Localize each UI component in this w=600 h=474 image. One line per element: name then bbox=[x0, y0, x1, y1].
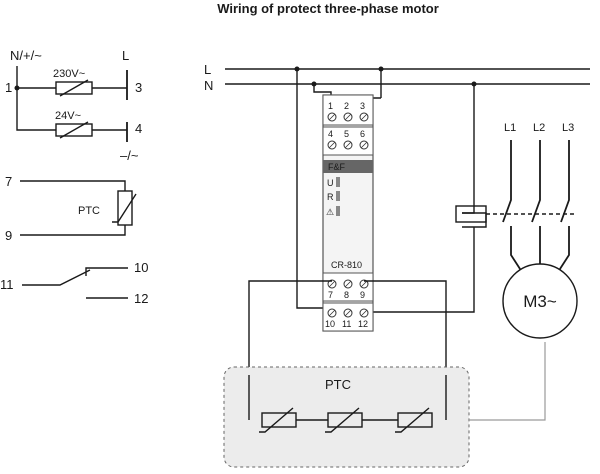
terminal-11: 11 bbox=[342, 319, 351, 329]
relay-brand: F&F bbox=[328, 162, 346, 172]
motor-label: M3~ bbox=[523, 292, 557, 311]
terminal-12-label: 12 bbox=[134, 291, 148, 306]
terminal-legend: N/+/~ L 1 3 4 230V~ 24V~ –/~ 7 9 PTC 10 … bbox=[0, 48, 148, 306]
line-l-label: L bbox=[204, 62, 211, 77]
relay-contact-symbol bbox=[22, 267, 128, 299]
terminal-10-label: 10 bbox=[134, 260, 148, 275]
voltage-24-label: 24V~ bbox=[55, 110, 81, 122]
ptc-legend-label: PTC bbox=[78, 205, 100, 217]
led-r-label: R bbox=[327, 192, 334, 202]
terminal-9: 9 bbox=[360, 290, 365, 300]
terminal-12: 12 bbox=[358, 319, 368, 329]
terminal-8: 8 bbox=[344, 290, 349, 300]
line-n-label: N bbox=[204, 78, 213, 93]
cr-810-relay: F&F CR-810 U R ⚠ 1 2 3 4 5 6 7 8 9 10 11… bbox=[322, 94, 374, 332]
led-alarm-label: ⚠ bbox=[326, 207, 334, 217]
terminal-4-label: 4 bbox=[135, 121, 142, 136]
phase-l2-label: L2 bbox=[533, 122, 545, 134]
terminal-1-label: 1 bbox=[5, 80, 12, 95]
phase-l1-label: L1 bbox=[504, 122, 516, 134]
terminal-9-label: 9 bbox=[5, 228, 12, 243]
terminal-6: 6 bbox=[360, 129, 365, 139]
terminal-11-label: 11 bbox=[0, 277, 14, 292]
terminal-2: 2 bbox=[344, 101, 349, 111]
supply-top-label: N/+/~ bbox=[10, 48, 42, 63]
terminal-4: 4 bbox=[328, 129, 333, 139]
coil-230v-symbol bbox=[55, 81, 93, 95]
diagram-title: Wiring of protect three-phase motor bbox=[217, 1, 439, 16]
terminal-3-label: 3 bbox=[135, 80, 142, 95]
coil-24v-symbol bbox=[55, 123, 93, 137]
phase-l3-label: L3 bbox=[562, 122, 574, 134]
ptc-sensor-3 bbox=[395, 407, 433, 433]
contactor-coil bbox=[455, 205, 487, 223]
led-u-label: U bbox=[327, 178, 334, 188]
contactor-main-contacts bbox=[502, 140, 570, 273]
motor-m3 bbox=[502, 263, 578, 339]
terminal-7: 7 bbox=[328, 290, 333, 300]
ptc-group-label: PTC bbox=[325, 377, 351, 392]
supply-l-label: L bbox=[122, 48, 129, 63]
supply-bottom-label: –/~ bbox=[120, 148, 139, 163]
ptc-legend-symbol bbox=[117, 190, 133, 226]
terminal-3: 3 bbox=[360, 101, 365, 111]
terminal-10: 10 bbox=[325, 319, 335, 329]
ptc-sensor-group bbox=[223, 366, 470, 468]
terminal-5: 5 bbox=[344, 129, 349, 139]
main-schematic: L N F&F CR-810 U R ⚠ bbox=[204, 62, 590, 468]
terminal-1: 1 bbox=[328, 101, 333, 111]
relay-model: CR-810 bbox=[331, 260, 362, 270]
terminal-7-label: 7 bbox=[5, 174, 12, 189]
voltage-230-label: 230V~ bbox=[53, 68, 85, 80]
